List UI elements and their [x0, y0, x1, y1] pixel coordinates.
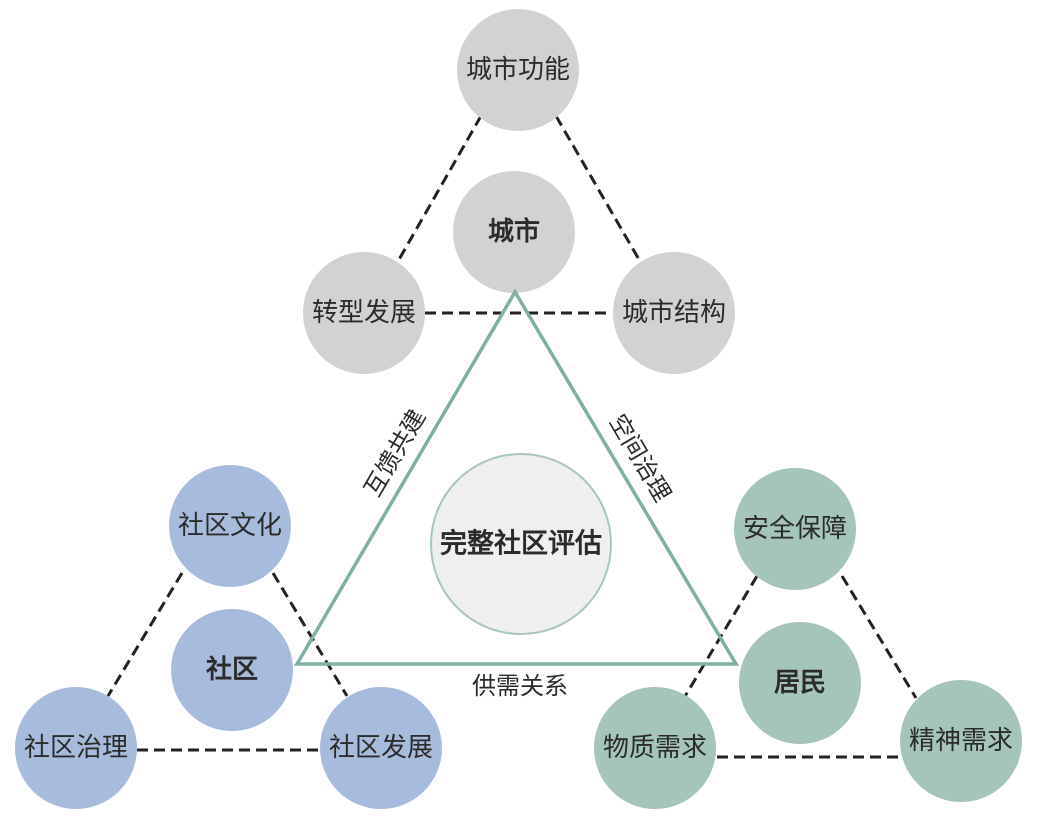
community-core-node [171, 609, 293, 731]
city-structure-label: 城市结构 [622, 298, 726, 328]
community-culture-node [169, 465, 291, 587]
city-function-node [457, 9, 579, 131]
relationship-triangle [293, 288, 740, 666]
resident-core-label: 居民 [774, 668, 826, 698]
community-governance-node [15, 687, 137, 809]
spiritual-needs-label: 精神需求 [909, 726, 1013, 756]
city-structure-node [613, 252, 735, 374]
community-core-label: 社区 [206, 654, 258, 685]
transform-development-node [303, 252, 425, 374]
resident-group: 安全保障 居民 物质需求 精神需求 [594, 468, 1022, 809]
city-dash-function-structure [554, 115, 643, 264]
safety-guarantee-label: 安全保障 [743, 514, 847, 544]
spiritual-needs-node [900, 680, 1022, 802]
resident-core-node [739, 622, 861, 744]
community-group: 社区文化 社区 社区治理 社区发展 [15, 465, 442, 809]
city-function-label: 城市功能 [466, 55, 570, 85]
center-circle [430, 453, 612, 635]
safety-guarantee-node [734, 468, 856, 590]
city-dash-function-transform [395, 115, 483, 264]
transform-development-label: 转型发展 [312, 298, 416, 328]
material-needs-node [594, 687, 716, 809]
edge-label-supply-demand: 供需关系 [472, 672, 568, 700]
community-culture-label: 社区文化 [178, 511, 282, 541]
resident-dash-safety-spiritual [840, 575, 918, 699]
community-dash-culture-development [271, 572, 349, 697]
center-label: 完整社区评估 [440, 528, 602, 560]
community-dash-culture-governance [106, 572, 184, 697]
city-group: 城市功能 城市 转型发展 城市结构 [303, 9, 735, 374]
community-governance-label: 社区治理 [24, 733, 128, 763]
community-development-label: 社区发展 [329, 733, 433, 763]
city-core-node [453, 171, 575, 293]
community-development-node [320, 687, 442, 809]
material-needs-label: 物质需求 [603, 733, 707, 763]
city-core-label: 城市 [488, 216, 540, 247]
